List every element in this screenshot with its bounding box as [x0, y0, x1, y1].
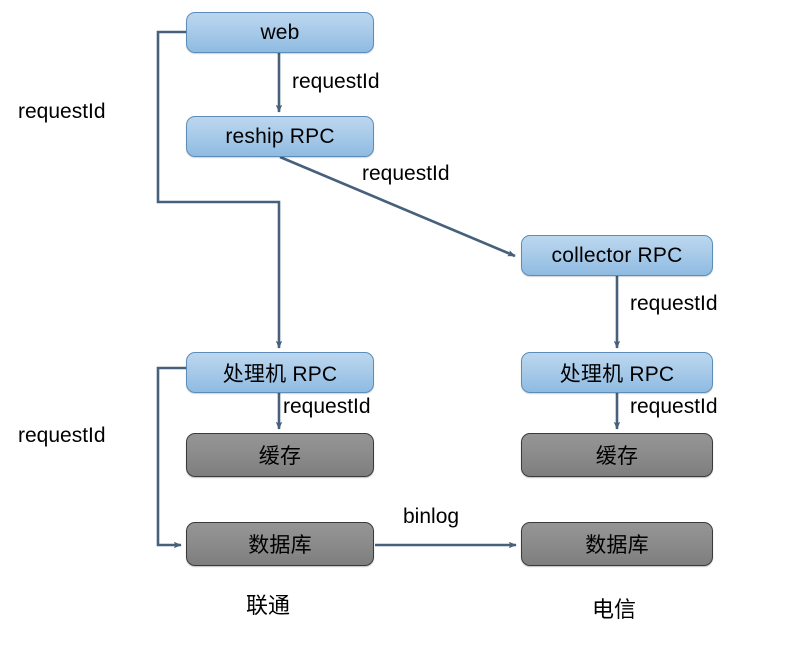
- node-collector-rpc-label: collector RPC: [551, 243, 683, 267]
- edge-label-collector-to-handler-right: requestId: [630, 292, 718, 315]
- node-handler-rpc-left-label: 处理机 RPC: [222, 362, 338, 386]
- connector-reship-to-collector: [279, 155, 516, 258]
- node-cache-right[interactable]: 缓存: [521, 433, 713, 477]
- edge-label-web-to-handler-left: requestId: [18, 100, 106, 123]
- node-collector-rpc[interactable]: collector RPC: [521, 235, 713, 276]
- node-web[interactable]: web: [186, 12, 374, 53]
- edge-label-db-left-to-db-right: binlog: [403, 505, 460, 528]
- node-cache-right-label: 缓存: [595, 445, 639, 468]
- edge-label-reship-to-collector: requestId: [362, 162, 450, 185]
- node-db-right-label: 数据库: [585, 534, 649, 557]
- node-db-left[interactable]: 数据库: [186, 522, 374, 566]
- node-reship-rpc-label: reship RPC: [225, 124, 335, 148]
- connector-web-to-handler-left: [156, 30, 283, 349]
- node-handler-rpc-left[interactable]: 处理机 RPC: [186, 352, 374, 393]
- node-db-right[interactable]: 数据库: [521, 522, 713, 566]
- edge-label-handler-left-to-cache: requestId: [283, 395, 371, 418]
- edge-label-web-to-reship: requestId: [292, 70, 380, 93]
- connector-handler-left-to-db: [156, 366, 186, 549]
- node-db-left-label: 数据库: [248, 534, 312, 557]
- edge-label-handler-right-to-cache: requestId: [630, 395, 718, 418]
- node-handler-rpc-right[interactable]: 处理机 RPC: [521, 352, 713, 393]
- region-label-telecom: 电信: [592, 597, 637, 622]
- node-cache-left[interactable]: 缓存: [186, 433, 374, 477]
- node-handler-rpc-right-label: 处理机 RPC: [559, 362, 675, 386]
- edge-label-handler-left-to-db: requestId: [18, 424, 106, 447]
- node-web-label: web: [260, 20, 300, 44]
- node-cache-left-label: 缓存: [258, 445, 302, 468]
- node-reship-rpc[interactable]: reship RPC: [186, 116, 374, 157]
- region-label-unicom: 联通: [246, 593, 291, 618]
